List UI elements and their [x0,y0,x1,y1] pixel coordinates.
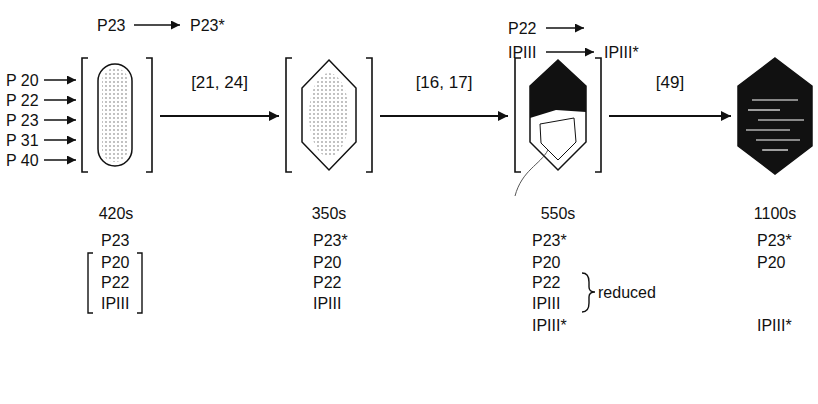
dna-line [758,119,804,120]
input-arrow [44,119,76,121]
protein-name: P20 [101,253,129,272]
release-arrow [546,27,584,29]
protein-name: P23* [532,231,567,250]
packed-dna [530,60,586,118]
assembly-arrow [160,115,279,117]
assembly-arrow [609,115,731,117]
protein-name: IPIII [313,294,341,313]
bracket [515,58,521,172]
prohead-stage: 1100sP23*P20IPIII* [737,52,814,180]
bracket [146,58,152,172]
dna-line [762,149,788,150]
protein-name: P20 [313,253,341,272]
input-arrow [44,99,76,101]
gene-numbers: [21, 24] [191,73,248,92]
dna-line [748,109,780,110]
bracket [88,253,93,313]
protein-name: P22 [101,273,129,292]
brace [582,273,595,312]
assembly-arrow [380,115,508,117]
input-arrow [44,159,76,161]
bracket [595,58,601,172]
protein-name: P 40 [6,151,39,170]
gene-numbers: [49] [656,73,684,92]
prohead-stage: 350sP23*P20P22IPIII [285,52,374,180]
conversion-arrow [134,24,180,26]
protein-name: IPIII [532,294,560,313]
protein-name: P 23 [6,111,39,130]
protein-name: P 22 [6,91,39,110]
prohead-core [102,68,128,162]
sedimentation-value: 550s [541,204,576,223]
protein-name: P23* [313,231,348,250]
protein-name: P23 [101,231,129,250]
prohead-shell [98,64,132,166]
dna-line [756,139,800,140]
bracket [286,58,292,172]
protein-name: IPIII* [604,43,639,62]
bracket [137,253,142,313]
protein-name: P22 [508,19,536,38]
conversion-arrow [546,51,594,53]
prohead-stage: 550sP23*P20P22IPIIIreducedIPIII* [514,52,603,180]
input-arrow [44,79,76,81]
protein-name: IPIII [508,43,536,62]
protein-name: IPIII [101,294,129,313]
protein-name: P23 [97,16,125,35]
protein-name: P 20 [6,71,39,90]
head-shell [530,60,586,170]
protein-name: reduced [598,283,656,302]
protein-name: P22 [532,273,560,292]
sedimentation-value: 420s [99,204,134,223]
protein-name: P20 [532,253,560,272]
dna-line [752,99,798,100]
bracket [82,58,88,172]
bracket [366,58,372,172]
prohead-core [309,73,349,157]
protein-name: IPIII* [757,316,792,335]
prohead-shell [302,60,356,170]
protein-name: P 31 [6,131,39,150]
protein-name: P20 [757,253,785,272]
protein-name: P22 [313,273,341,292]
prohead-stage: 420sP23P20P22IPIII [80,52,154,180]
full-head [738,58,812,174]
protein-name: P23* [190,16,225,35]
sedimentation-value: 350s [312,204,347,223]
protein-name: IPIII* [532,316,567,335]
sedimentation-value: 1100s [754,204,796,223]
dna-line [746,129,790,130]
gene-numbers: [16, 17] [416,73,473,92]
stray-mark [515,150,548,196]
protein-name: P23* [757,231,792,250]
input-arrow [44,139,76,141]
